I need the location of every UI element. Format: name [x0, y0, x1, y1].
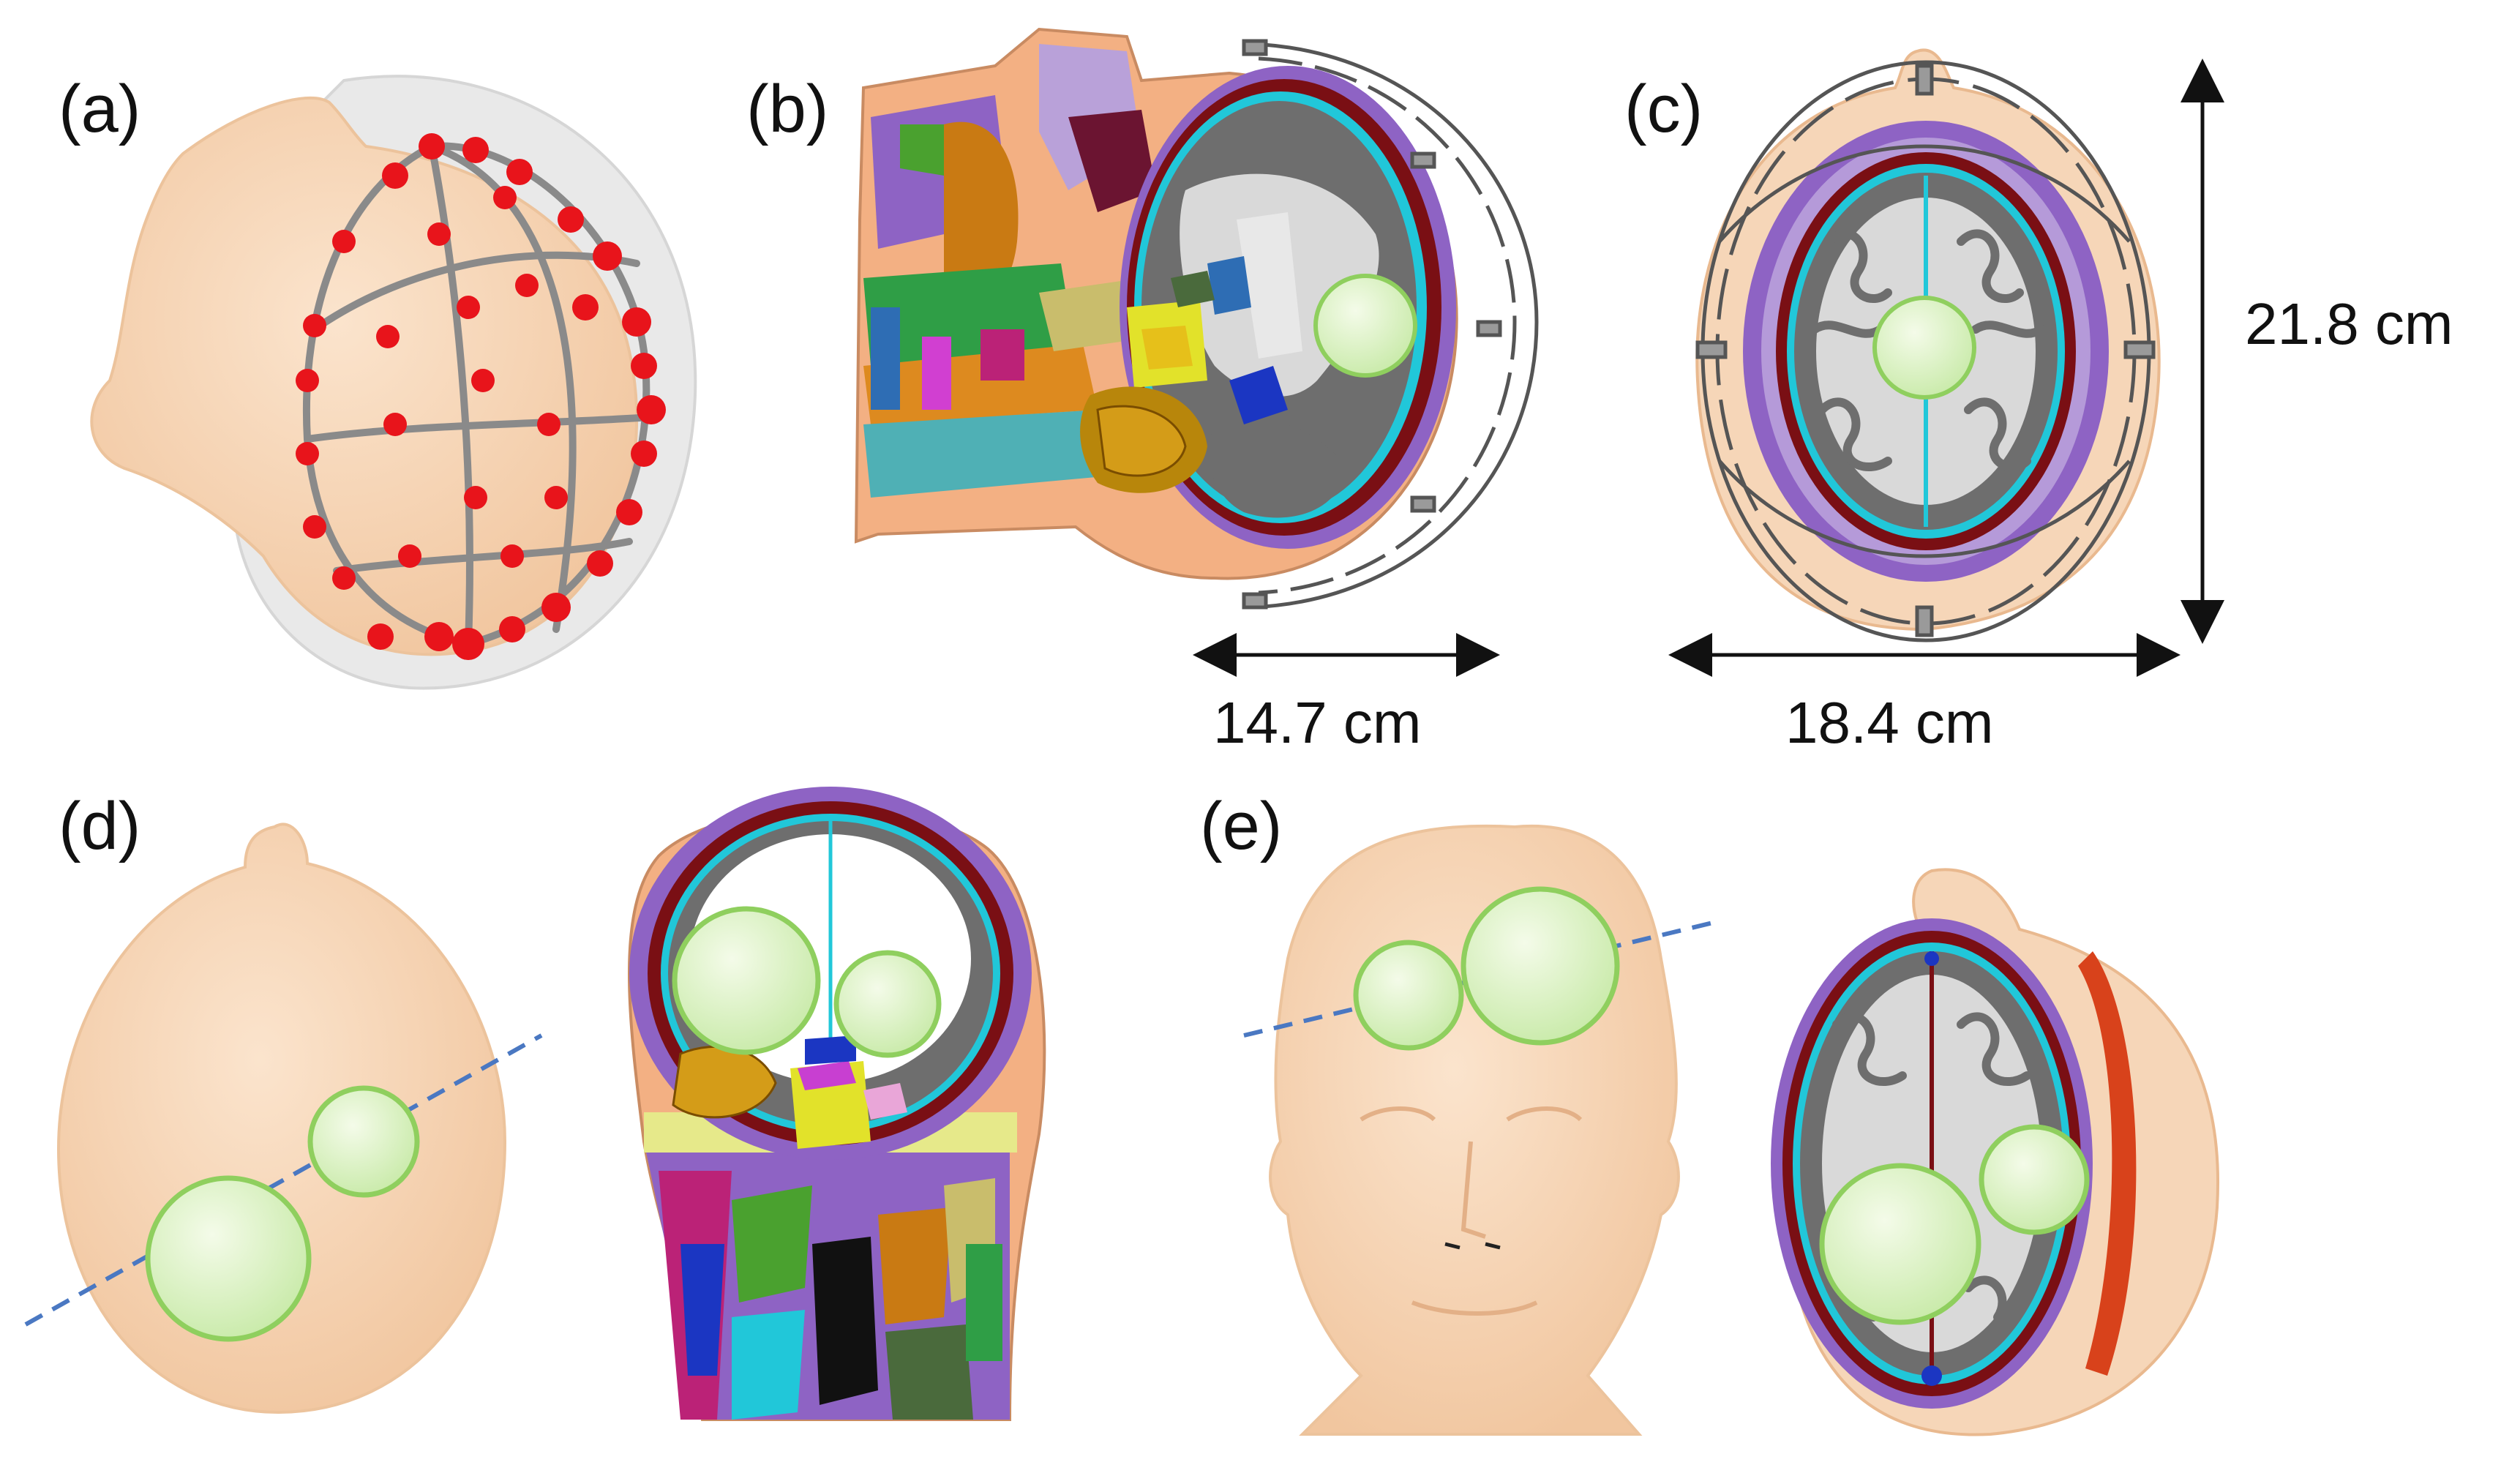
width-label-c: 18.4 cm	[1785, 690, 1994, 755]
panel-c-label: (c)	[1624, 72, 1703, 146]
transducer-arc-c	[1695, 60, 2156, 642]
tumor-e-axial-large	[1819, 1163, 1981, 1325]
panel-c: (c)	[1624, 48, 2453, 755]
panel-a: (a)	[59, 72, 697, 690]
panel-e: (e)	[1200, 789, 2219, 1436]
deep-structures	[1080, 256, 1251, 493]
tumor-d-small	[307, 1085, 420, 1198]
electrodes	[296, 133, 666, 660]
panel-a-label: (a)	[59, 72, 140, 146]
section-line-d	[24, 1033, 543, 1327]
tumor-d-large	[145, 1175, 312, 1342]
tumor-d-coronal-large	[672, 906, 821, 1055]
face-features	[1360, 1106, 1583, 1316]
panel-b: (b)	[746, 27, 1539, 755]
height-label-c: 21.8 cm	[2245, 291, 2453, 356]
head-model	[90, 96, 639, 656]
panel-d: (d)	[24, 787, 1046, 1421]
section-line-e	[1243, 920, 1717, 1038]
head-front-view-e	[1269, 825, 1680, 1436]
tumor-e-large	[1461, 886, 1620, 1046]
panel-d-label: (d)	[59, 789, 140, 863]
panel-b-label: (b)	[746, 72, 828, 146]
tumor-e-axial-small	[1979, 1124, 2090, 1235]
panel-e-label: (e)	[1200, 789, 1282, 863]
tumor-d-coronal-small	[833, 950, 942, 1058]
tumor-e-small	[1353, 940, 1464, 1051]
coronal-section-d	[628, 787, 1046, 1421]
nostril-marks	[1444, 1242, 1501, 1250]
head-top-view-d	[56, 822, 507, 1414]
tumor-b	[1313, 274, 1417, 378]
width-label-b: 14.7 cm	[1213, 690, 1422, 755]
transducer-arc-b	[1242, 39, 1539, 610]
axial-head-layers	[1743, 121, 2109, 582]
tumor-c	[1872, 296, 1976, 400]
